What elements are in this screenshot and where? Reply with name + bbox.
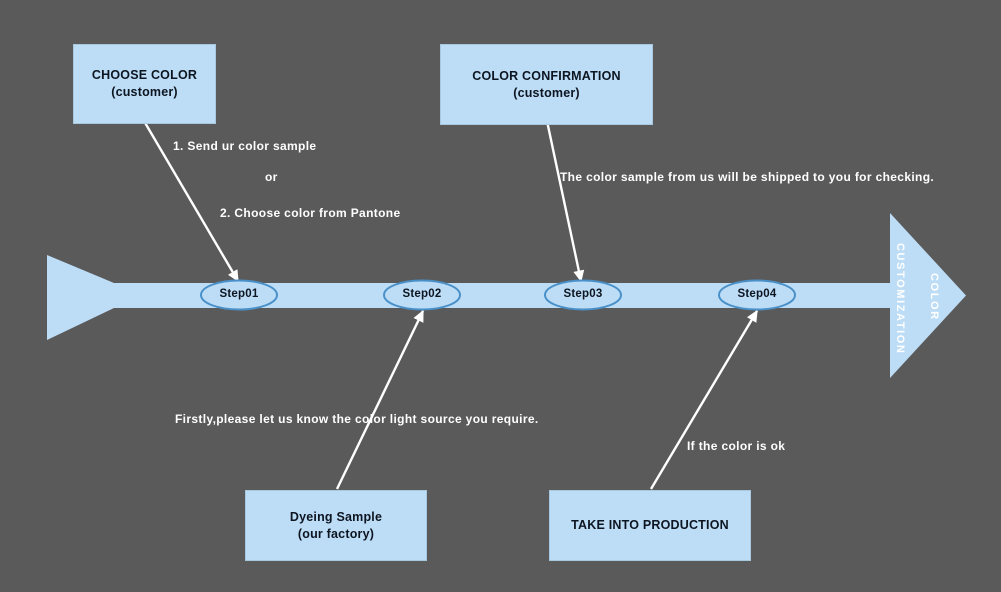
annotation-or: or	[265, 170, 278, 184]
connector-dyeing-sample-to-step02	[335, 309, 425, 490]
connector-take-into-production-to-step04	[649, 309, 759, 490]
arrow-label-customization: CUSTOMIZATION	[894, 243, 906, 355]
step-label-step02: Step02	[402, 288, 442, 300]
arrow-head	[890, 213, 966, 378]
connector-color-confirmation-to-step03	[545, 120, 585, 283]
arrow-label-color: COLOR	[928, 273, 940, 321]
box-take-into-production[interactable]: TAKE INTO PRODUCTION	[549, 490, 751, 561]
box-dyeing-sample-line2: (our factory)	[297, 526, 375, 541]
step-ellipse-step02[interactable]	[383, 279, 461, 311]
step-ellipse-step01[interactable]	[200, 279, 278, 311]
box-color-confirmation-line2: (customer)	[513, 85, 580, 100]
annotation-if-color-ok: If the color is ok	[687, 439, 786, 453]
connector-choose-color-to-step01	[142, 120, 240, 283]
box-choose-color-line1: CHOOSE COLOR	[91, 68, 198, 83]
box-color-confirmation-line1: COLOR CONFIRMATION	[472, 68, 621, 83]
annotation-choose-pantone: 2. Choose color from Pantone	[220, 206, 401, 220]
step-label-step03: Step03	[563, 288, 603, 300]
box-choose-color-line2: (customer)	[111, 85, 178, 99]
annotation-shipped-checking: The color sample from us will be shipped…	[560, 170, 935, 184]
box-dyeing-sample-line1: Dyeing Sample	[289, 509, 383, 524]
step-ellipse-step04[interactable]	[718, 279, 796, 311]
step-label-step04: Step04	[737, 288, 777, 300]
step-ellipse-step03[interactable]	[544, 279, 622, 311]
box-dyeing-sample[interactable]: Dyeing Sample (our factory)	[245, 490, 427, 561]
annotation-light-source: Firstly,please let us know the color lig…	[175, 412, 539, 426]
box-take-into-production-line1: TAKE INTO PRODUCTION	[571, 518, 729, 533]
step-label-step01: Step01	[219, 288, 259, 300]
annotation-send-sample: 1. Send ur color sample	[173, 139, 317, 153]
box-choose-color[interactable]: CHOOSE COLOR (customer)	[73, 44, 216, 124]
arrow-tail-flare	[47, 255, 114, 340]
box-color-confirmation[interactable]: COLOR CONFIRMATION (customer)	[440, 44, 653, 125]
